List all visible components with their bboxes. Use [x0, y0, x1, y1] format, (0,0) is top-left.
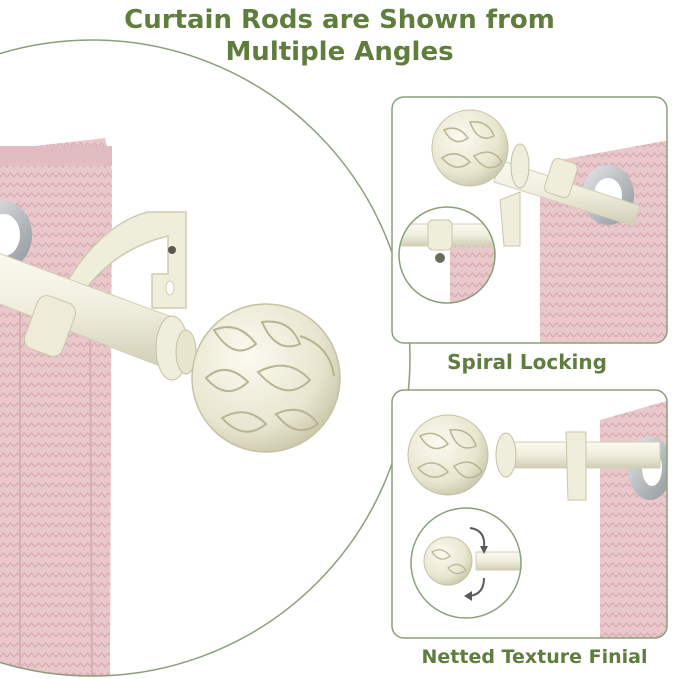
curtain-rod [0, 249, 197, 381]
wall-bracket [565, 431, 587, 501]
magnified-view [0, 80, 410, 676]
title-line-1: Curtain Rods are Shown from [124, 5, 555, 35]
spiral-locking-caption: Spiral Locking [447, 350, 607, 374]
magnified-view-border [0, 39, 411, 677]
panel-border [391, 389, 668, 639]
netted-finial [407, 414, 489, 496]
rotate-arrow-icon [469, 527, 486, 549]
locking-screw-inset [399, 207, 495, 303]
panel-border [391, 96, 668, 344]
netted-finial-panel [391, 389, 668, 639]
page-title: Curtain Rods are Shown from Multiple Ang… [0, 4, 679, 68]
rotation-inset [411, 508, 521, 618]
curtain-fabric [600, 400, 667, 638]
netted-finial-caption: Netted Texture Finial [421, 646, 648, 668]
wall-bracket [499, 191, 521, 247]
spiral-locking-panel [391, 96, 668, 344]
title-line-2: Multiple Angles [225, 37, 454, 67]
netted-finial [191, 303, 341, 453]
